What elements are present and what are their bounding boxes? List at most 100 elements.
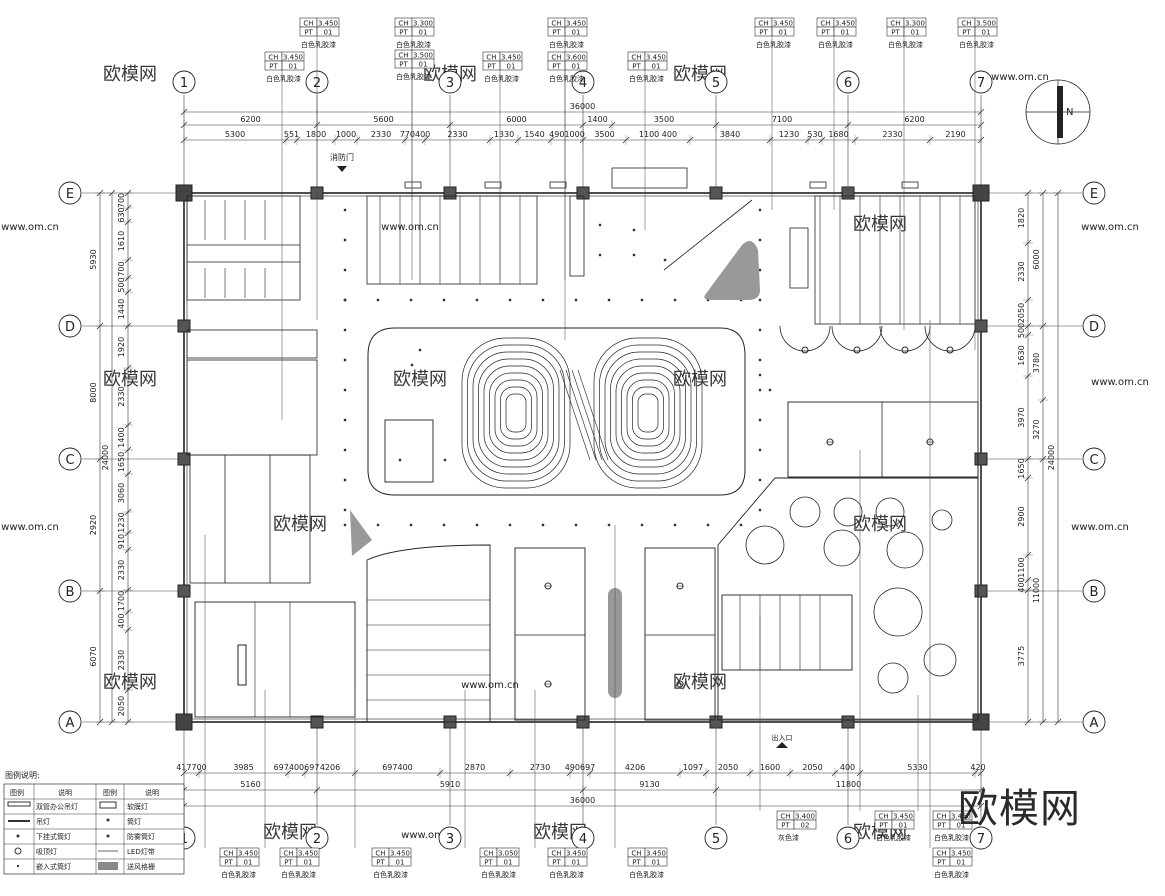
legend-symbol-downlight [16,834,20,838]
tag-cell [949,856,973,867]
downlight [508,298,512,302]
tag-ch-value: 3.450 [298,850,318,858]
legend-header: 说明 [58,788,72,797]
watermark-logo: 欧模网 [103,369,157,390]
legend-symbol-fog [106,834,110,838]
downlight [376,298,380,302]
dimension-value: 1600 [760,763,780,772]
dimension-value: 5600 [373,115,393,124]
tag-pt-label: PT [879,822,888,830]
dimension-value: 400 [840,763,855,772]
downlight [418,348,422,352]
tag-note: 白色乳胶漆 [266,74,301,83]
downlight [541,523,545,527]
downlight [409,298,413,302]
axis-bubble-bottom [969,826,993,850]
tag-note: 白色乳胶漆 [756,40,791,49]
concentric-ceiling-ring [615,365,681,461]
dimension-value: 4901000 [549,130,585,139]
dimension-value: 1800 [306,130,326,139]
structural-column [974,319,988,333]
slat [565,369,597,461]
downlight [758,448,762,452]
axis-label-bottom: 5 [712,832,720,847]
legend-desc: 筒灯 [127,817,141,826]
dimension-value: 1610 [117,231,126,251]
axis-bubble-left [58,181,82,205]
partition [789,227,809,289]
dimension-value: 1100 [1017,557,1026,577]
tag-pt-value: 01 [572,29,581,37]
tag-pt-label: PT [937,859,946,867]
watermark-url: www.om.cn [1,222,59,233]
tag-ch-label: CH [878,813,888,821]
downlight [598,253,602,257]
legend-symbol-pendant [7,801,31,807]
tag-pt-value: 01 [244,859,253,867]
tag-cell [496,856,520,867]
tag-ch-value: 3.450 [893,813,913,821]
downlight [343,358,347,362]
entrance-canopy [611,167,688,189]
tag-pt-value: 01 [572,859,581,867]
downlight [632,253,636,257]
dimension-value: 1230 [779,130,799,139]
watermark-url: www.om.cn [1071,522,1129,533]
axis-label-bottom: 2 [313,832,321,847]
dimension-value: 24000 [1047,445,1056,470]
dimension-value: 2330 [371,130,391,139]
dimension-value: 2330 [882,130,902,139]
pendant-light [801,346,809,354]
corner-column [175,184,193,202]
tag-ch-value: 3.450 [773,20,793,28]
tag-ch-value: 3.450 [238,850,258,858]
round-ceiling-light [833,497,863,527]
tag-note: 白色乳胶漆 [549,870,584,879]
axis-label-right: B [1090,585,1099,600]
axis-bubble-top [438,70,462,94]
axis-label-right: A [1090,716,1099,731]
axis-label-right: D [1089,320,1099,335]
axis-label-top: 5 [712,76,720,91]
meeting-pod [514,547,586,721]
downlight [541,298,545,302]
downlight [758,298,762,302]
concentric-ceiling-ring [483,365,549,461]
dimension-value: 3500 [654,115,674,124]
axis-bubble-left [58,710,82,734]
outer-wall [183,192,982,723]
tag-pt-label: PT [821,29,830,37]
tag-cell [296,856,320,867]
dimension-value: 11000 [1032,578,1041,603]
tag-ch-label: CH [303,20,313,28]
slat [559,369,591,461]
tag-note: 白色乳胶漆 [396,40,431,49]
downlight [442,523,446,527]
watermark-logo: 欧模网 [273,514,327,535]
dimension-value: 1700 [117,591,126,611]
dimension-value: 2920 [89,515,98,535]
tag-note: 白色乳胶漆 [934,870,969,879]
tag-pt-label: PT [632,859,641,867]
axis-bubble-left [58,314,82,338]
axis-bubble-top [969,70,993,94]
dimension-value: 36000 [570,796,595,805]
round-ceiling-light [875,497,905,527]
tag-ch-label: CH [486,54,496,62]
washroom-room [186,195,301,301]
dimension-value: 420 [970,763,985,772]
dimension-value: 1400 [117,427,126,447]
legend-title: 图例说明: [5,770,40,780]
downlight [409,523,413,527]
wall [663,199,753,271]
tag-pt-value: 01 [396,859,405,867]
dimension-value: 7100 [772,115,792,124]
tag-ch-label: CH [631,54,641,62]
slat [571,369,603,461]
corner-column [972,184,990,202]
downlight [768,388,772,392]
